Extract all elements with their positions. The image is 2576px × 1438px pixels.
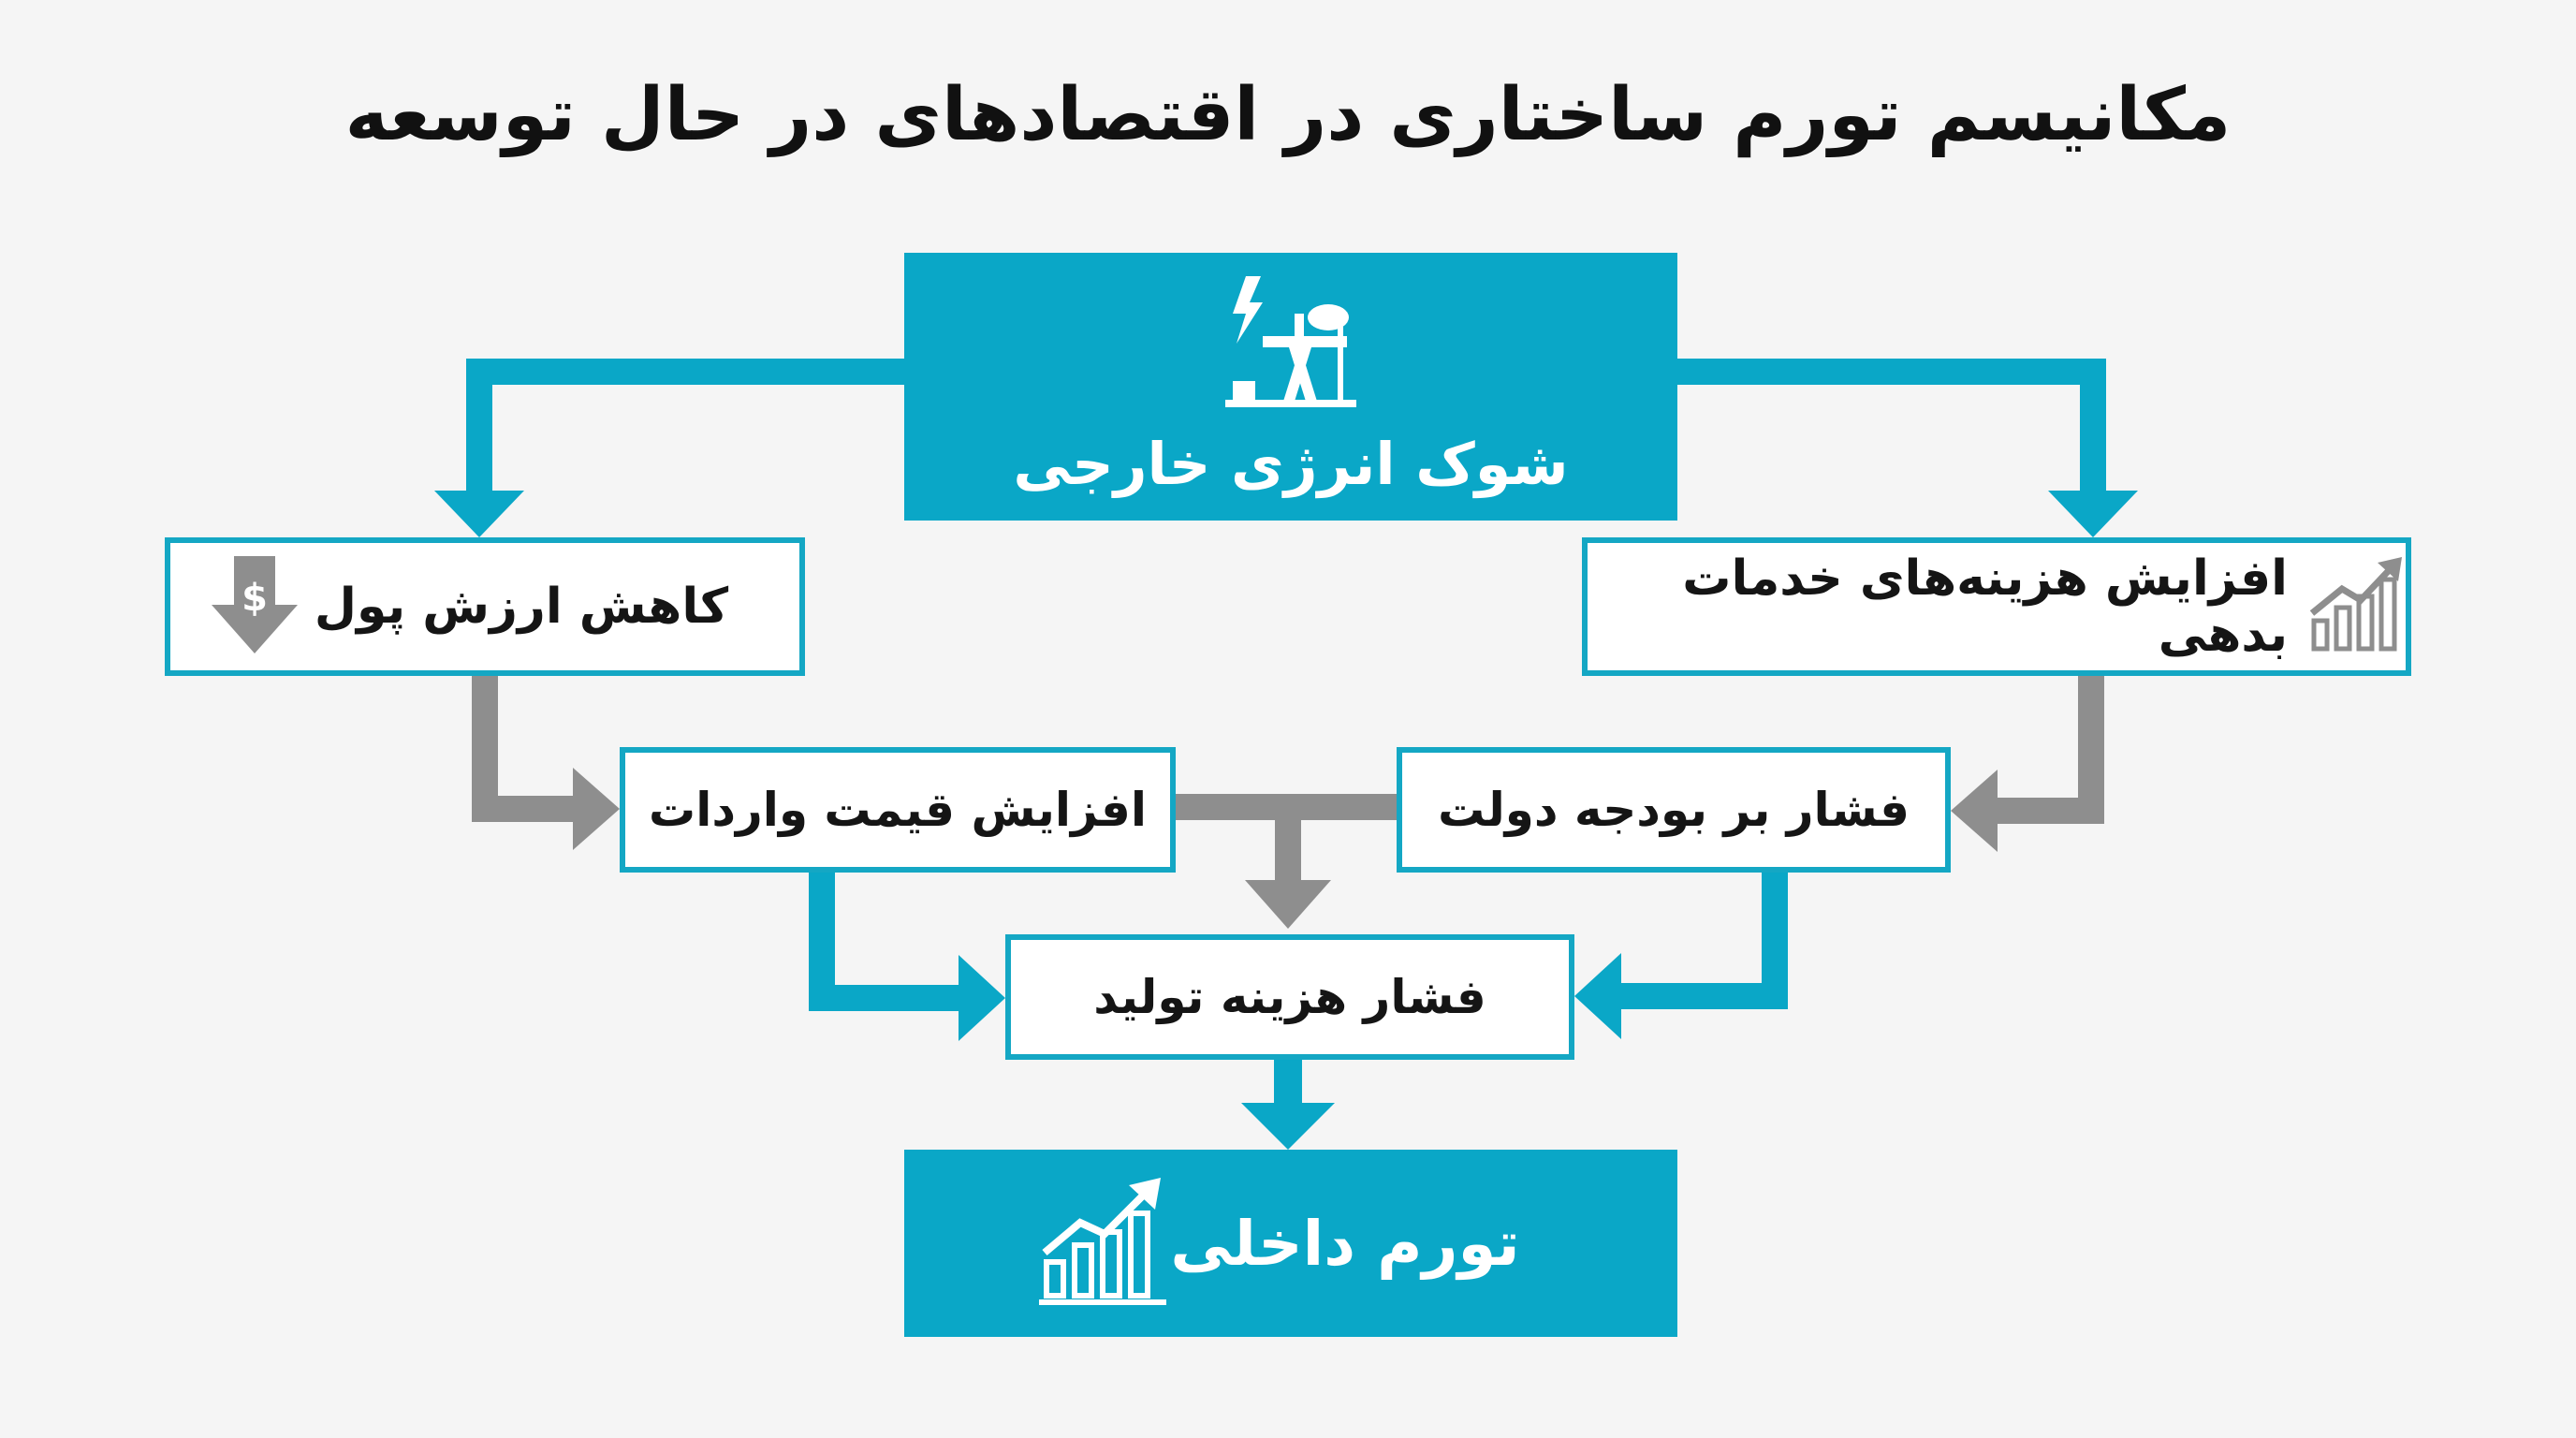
node-debt-service: افزایش هزینه‌های خدمات بدهی — [1582, 537, 2411, 676]
arrow-shock-to-debt — [1677, 359, 2106, 494]
node-label: تورم داخلی — [1170, 1207, 1520, 1280]
node-production-cost: فشار هزینه تولید — [1005, 934, 1574, 1060]
oil-pump-lightning-icon — [1225, 275, 1356, 420]
node-label: فشار هزینه تولید — [1093, 970, 1486, 1024]
diagram-title: مکانیسم تورم ساختاری در اقتصادهای در حال… — [344, 73, 2232, 157]
arrow-budget-to-production — [1617, 873, 1788, 1009]
node-label: فشار بر بودجه دولت — [1438, 783, 1910, 837]
rising-bar-chart-icon — [1039, 1176, 1170, 1311]
arrowhead-debt-to-budget — [1951, 770, 1998, 852]
svg-text:$: $ — [242, 577, 268, 620]
rising-bar-chart-icon — [2308, 555, 2406, 658]
arrowhead-shock-to-debt — [2048, 491, 2138, 537]
dollar-down-arrow-icon: $ — [208, 556, 301, 657]
node-label: افزایش هزینه‌های خدمات بدهی — [1682, 550, 2288, 663]
arrow-currency-to-imports — [472, 676, 577, 822]
arrowhead-production-to-inflation — [1241, 1103, 1335, 1150]
node-currency-devaluation: کاهش ارزش پول $ — [165, 537, 805, 676]
arrow-shock-to-currency — [466, 359, 904, 494]
node-import-prices: افزایش قیمت واردات — [620, 747, 1176, 873]
arrowhead-shock-to-currency — [434, 491, 524, 537]
arrow-imports-to-production — [809, 873, 962, 1011]
arrowhead-currency-to-imports — [573, 768, 620, 850]
arrowhead-imports-to-production — [959, 955, 1005, 1041]
node-domestic-inflation: تورم داخلی — [904, 1150, 1677, 1337]
arrowhead-budget-to-production — [1574, 953, 1621, 1039]
node-budget-pressure: فشار بر بودجه دولت — [1397, 747, 1951, 873]
node-label: افزایش قیمت واردات — [648, 783, 1148, 837]
node-energy-shock: شوک انرژی خارجی — [904, 253, 1677, 521]
arrow-debt-to-budget — [1994, 676, 2104, 824]
arrowhead-merge-gray — [1245, 880, 1331, 929]
node-label: شوک انرژی خارجی — [1013, 429, 1569, 498]
node-label: کاهش ارزش پول — [314, 579, 729, 635]
